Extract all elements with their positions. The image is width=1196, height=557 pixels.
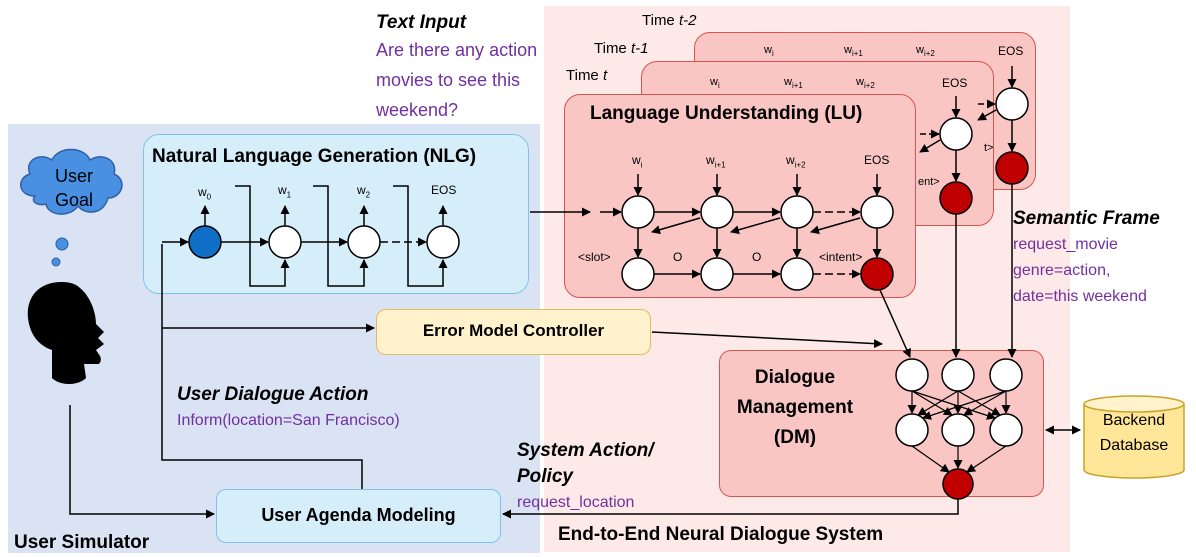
system-title: End-to-End Neural Dialogue System bbox=[558, 524, 884, 545]
error-model-label: Error Model Controller bbox=[422, 321, 605, 340]
nlg-title: Natural Language Generation (NLG) bbox=[152, 146, 477, 167]
back-frame-word-5: wi+1 bbox=[784, 76, 803, 91]
back-frame-eos-t1: EOS bbox=[942, 76, 968, 90]
back-frame-intent-t2: t> bbox=[984, 142, 994, 154]
nlg-network bbox=[162, 185, 460, 287]
user-simulator-title: User Simulator bbox=[14, 532, 150, 553]
back-frame-eos-t2: EOS bbox=[998, 44, 1024, 58]
lu-word-i: wi bbox=[632, 153, 643, 170]
backend-label-line-2: Database bbox=[1099, 437, 1169, 454]
thought-dot-small bbox=[51, 257, 61, 267]
dm-title-line-1: Dialogue bbox=[754, 367, 836, 388]
backend-database-icon bbox=[1083, 395, 1185, 479]
error-to-dm-arrow bbox=[651, 331, 883, 349]
lu-tag-slot: <slot> bbox=[578, 250, 611, 264]
error-model-controller-box bbox=[376, 309, 651, 355]
lu-network-t-minus-1 bbox=[919, 96, 973, 215]
lu-network bbox=[600, 174, 894, 291]
lu-word-i2: wi+2 bbox=[786, 153, 806, 170]
lu-tag-intent: <intent> bbox=[819, 250, 863, 264]
agenda-to-nlg-line bbox=[161, 244, 363, 489]
semantic-frame-line-1: request_movie bbox=[1013, 236, 1118, 253]
user-dialogue-action-value: Inform(location=San Francisco) bbox=[177, 412, 400, 429]
user-agenda-box bbox=[216, 489, 501, 543]
time-label-t-minus-2: Time t-2 bbox=[642, 12, 697, 29]
lu-word-i1: wi+1 bbox=[706, 153, 726, 170]
text-input-line-2: movies to see this bbox=[376, 70, 521, 90]
user-to-agenda-arrow bbox=[69, 405, 215, 519]
system-action-value: request_location bbox=[517, 494, 635, 511]
lu-network-t-minus-2 bbox=[977, 66, 1029, 185]
nlg-word-0: w0 bbox=[198, 185, 212, 202]
lu-t-to-dm-arrow bbox=[879, 289, 911, 358]
back-frame-word-4: wi bbox=[710, 76, 720, 91]
system-action-title-line-1: System Action/ bbox=[517, 440, 654, 461]
backend-label-line-1: Backend bbox=[1102, 412, 1166, 429]
lu-title: Language Understanding (LU) bbox=[590, 103, 863, 124]
nlg-word-2: w2 bbox=[357, 183, 371, 200]
time-label-t-minus-1: Time t-1 bbox=[594, 40, 649, 57]
lu-tag-o-2: O bbox=[752, 250, 762, 264]
semantic-frame-title: Semantic Frame bbox=[1013, 208, 1160, 229]
nlg-word-1: w1 bbox=[278, 183, 292, 200]
back-frame-word-1: wi bbox=[764, 44, 774, 59]
time-label-t: Time t bbox=[566, 67, 608, 84]
user-agenda-label: User Agenda Modeling bbox=[261, 505, 456, 525]
dm-to-agenda-arrow bbox=[502, 499, 959, 519]
lu-frame-t bbox=[564, 94, 916, 298]
back-frame-intent-t1: ent> bbox=[918, 176, 940, 188]
text-input-line-1: Are there any action bbox=[376, 40, 538, 60]
user-head-icon bbox=[27, 282, 104, 384]
dm-title-line-3: (DM) bbox=[773, 427, 817, 448]
lu-word-eos: EOS bbox=[864, 153, 890, 167]
system-action-title-line-2: Policy bbox=[517, 466, 573, 487]
back-frame-word-3: wi+2 bbox=[916, 44, 935, 59]
user-goal-label: User Goal bbox=[54, 166, 94, 210]
semantic-frame-line-2: genre=action, bbox=[1013, 262, 1111, 279]
dm-network bbox=[895, 358, 1023, 500]
dm-title-line-2: Management bbox=[736, 397, 854, 418]
lu-tag-o-1: O bbox=[673, 250, 683, 264]
nlg-word-eos: EOS bbox=[431, 183, 457, 197]
back-frame-word-2: wi+1 bbox=[844, 44, 863, 59]
back-frame-word-6: wi+2 bbox=[856, 76, 875, 91]
thought-dot-large bbox=[55, 237, 69, 251]
text-input-title: Text Input bbox=[376, 12, 467, 33]
user-dialogue-action-title: User Dialogue Action bbox=[177, 384, 369, 405]
nlg-box bbox=[143, 134, 529, 294]
text-input-line-3: weekend? bbox=[376, 100, 459, 120]
semantic-frame-line-3: date=this weekend bbox=[1013, 288, 1147, 305]
user-goal-cloud bbox=[20, 148, 123, 215]
